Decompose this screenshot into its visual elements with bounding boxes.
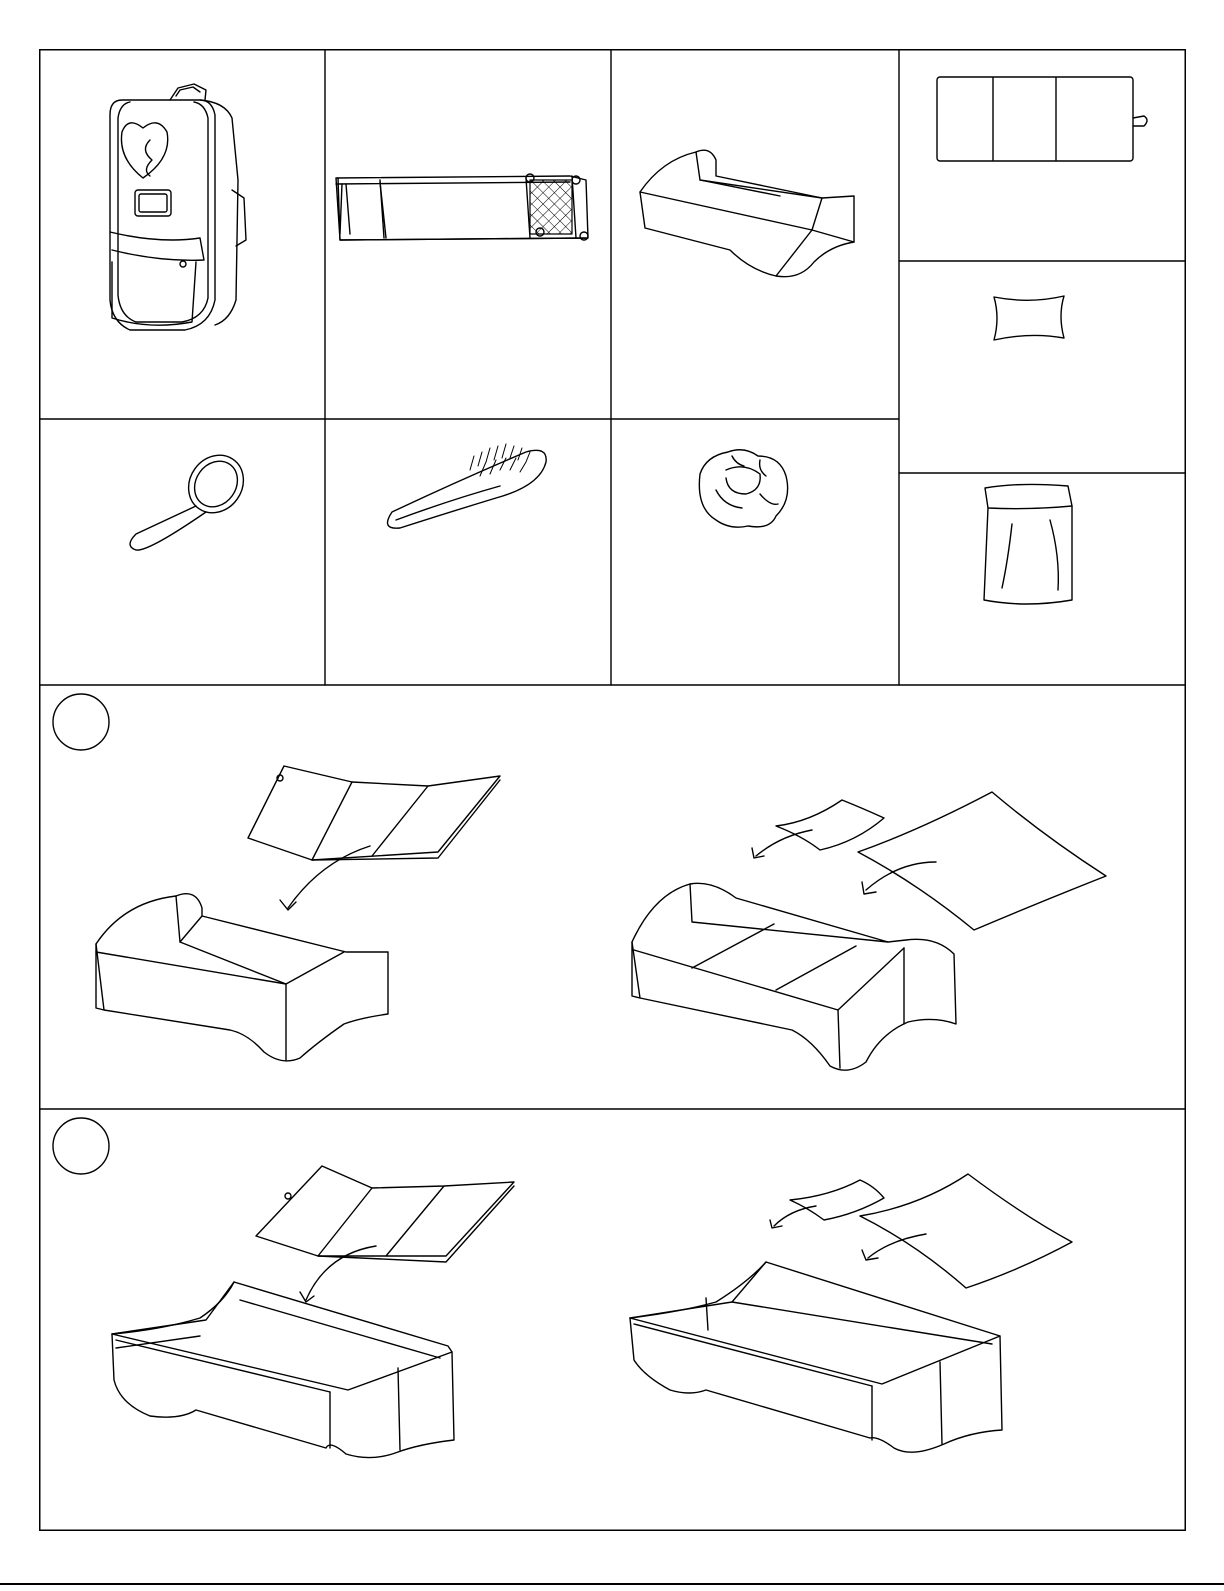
page-bottom-rule	[0, 1583, 1224, 1585]
folding-mattress-icon	[937, 77, 1147, 161]
step-2	[53, 1118, 1072, 1458]
backpack-icon	[110, 84, 246, 330]
instruction-sheet	[39, 49, 1186, 1531]
hairbrush-icon	[388, 444, 547, 528]
step-1	[53, 694, 1106, 1070]
blanket-icon	[984, 484, 1072, 604]
add-pillow-and-blanket-flat	[630, 1174, 1072, 1452]
bed-frame-icon	[640, 150, 854, 277]
pillow-icon	[994, 296, 1064, 340]
add-pillow-and-blanket	[632, 792, 1106, 1070]
step-marker-circle	[53, 694, 109, 750]
step-marker-circle	[53, 1118, 109, 1174]
place-mattress-in-bed	[96, 766, 500, 1061]
place-mattress-in-flat-frame	[112, 1166, 514, 1458]
parts-grid	[39, 49, 1186, 1530]
hand-mirror-icon	[130, 445, 255, 551]
scrunchie-icon	[699, 450, 787, 527]
bed-slats-icon	[336, 174, 588, 240]
